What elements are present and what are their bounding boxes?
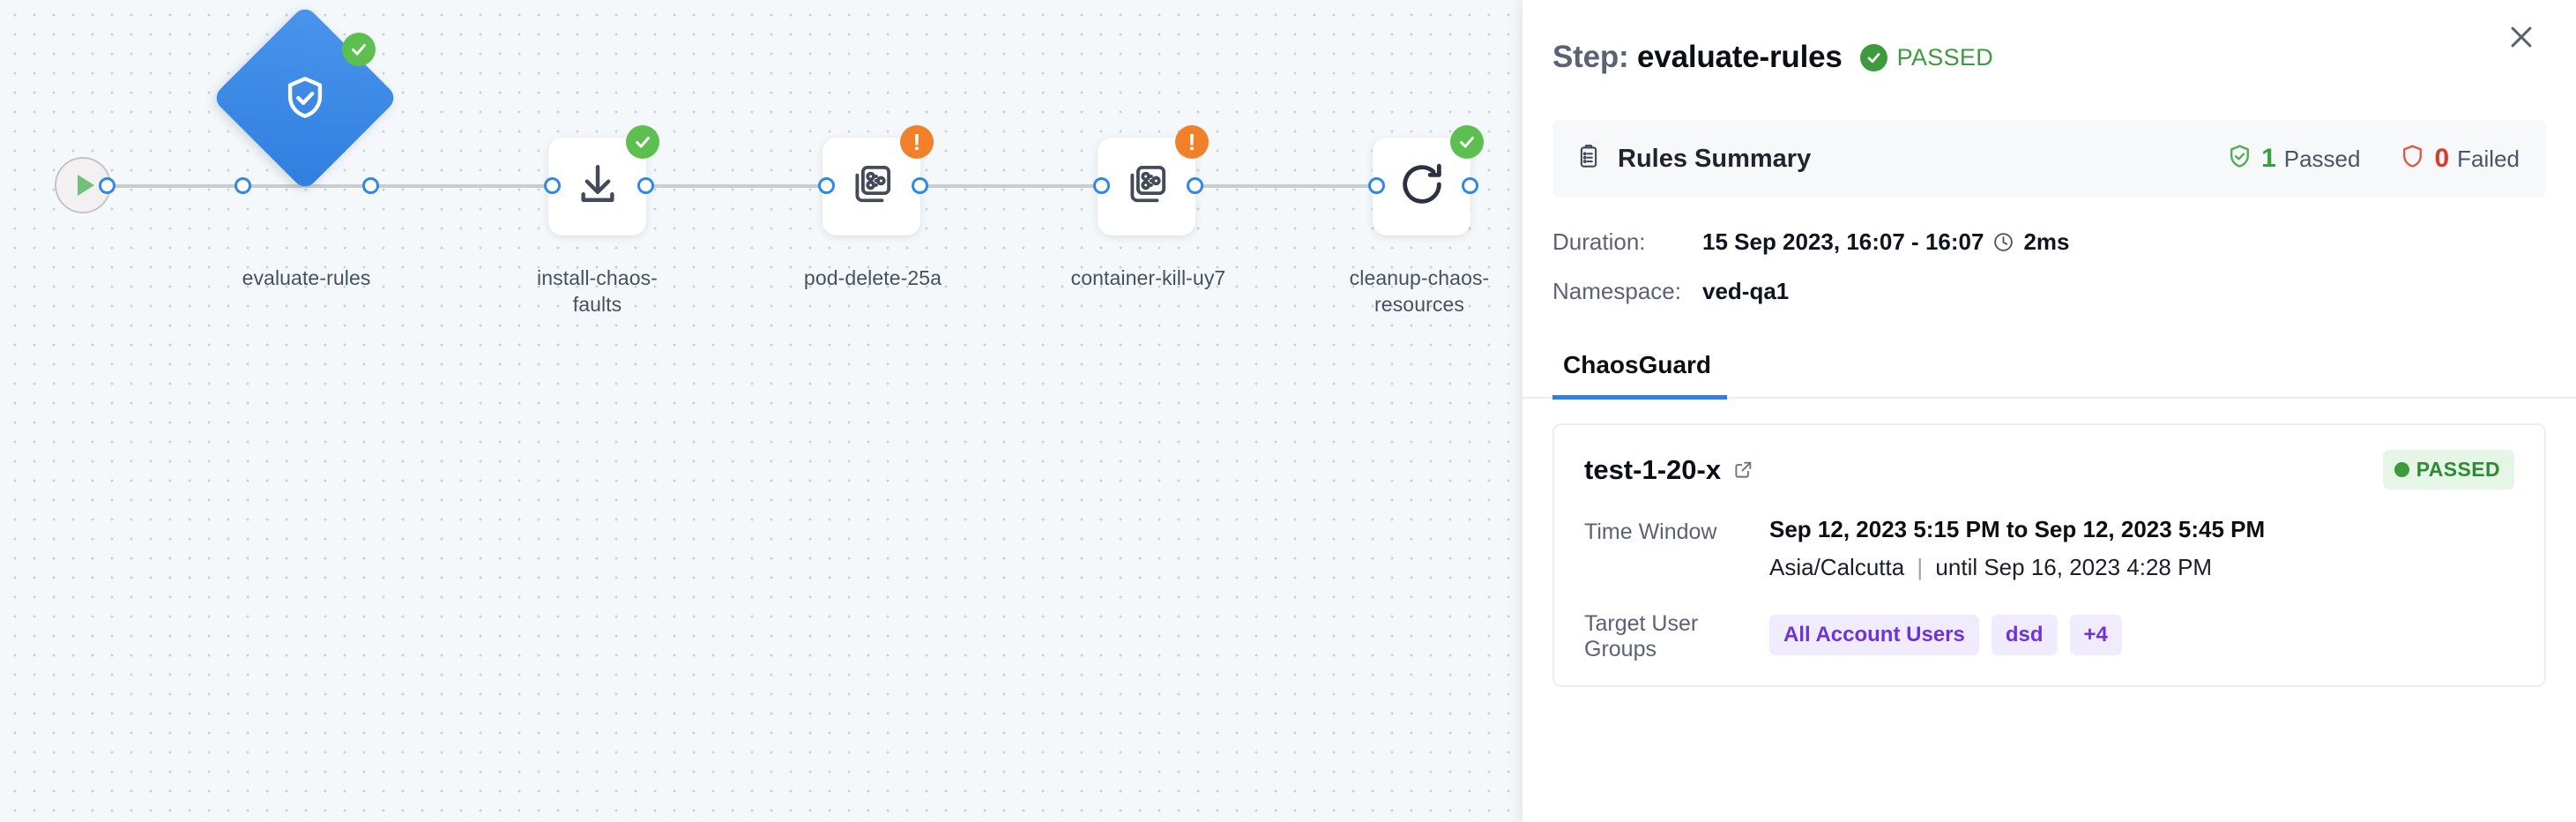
page-title: Step: evaluate-rules <box>1552 40 1843 75</box>
rule-row-target-user-groups: Target User Groups All Account Users dsd… <box>1584 608 2514 662</box>
step-name: evaluate-rules <box>1637 40 1843 74</box>
rules-passed-count: 1 <box>2261 144 2276 173</box>
shield-check-icon <box>2226 143 2253 175</box>
check-circle-icon <box>1859 43 1887 71</box>
rule-status-badge: PASSED <box>2382 450 2514 489</box>
pipeline-node-cleanup-chaos-resources[interactable] <box>1373 125 1484 235</box>
clipboard-icon <box>1575 144 1602 175</box>
rule-key: Target User Groups <box>1584 611 1699 661</box>
step-metadata: Duration: 15 Sep 2023, 16:07 - 16:07 2ms… <box>1523 198 2576 316</box>
port-container-kill-uy7-in[interactable] <box>1093 177 1110 194</box>
step-label: Step: <box>1552 40 1629 74</box>
port-evaluate-rules-in[interactable] <box>235 177 251 194</box>
play-icon <box>77 175 94 196</box>
port-container-kill-uy7-out[interactable] <box>1187 177 1203 194</box>
rules-summary-card: Rules Summary 1 Passed <box>1552 120 2546 198</box>
status-text: PASSED <box>1896 43 1993 71</box>
download-icon <box>573 160 622 213</box>
pipeline-node-label: container-kill-uy7 <box>1070 266 1226 289</box>
metadata-row-duration: Duration: 15 Sep 2023, 16:07 - 16:07 2ms <box>1552 217 2546 266</box>
node-status-ok-icon <box>626 125 659 159</box>
time-window-until: until Sep 16, 2023 4:28 PM <box>1935 554 2213 580</box>
rule-row-time-window: Time Window Sep 12, 2023 5:15 PM to Sep … <box>1584 516 2514 581</box>
metadata-key: Duration: <box>1552 228 1646 255</box>
pipeline-node-label: evaluate-rules <box>242 266 371 289</box>
metadata-value: ved-qa1 <box>1702 277 1790 304</box>
external-link-icon[interactable] <box>1732 459 1754 481</box>
node-status-warning-icon: ! <box>1175 125 1209 159</box>
rules-passed-count-group: 1 Passed <box>2226 143 2360 175</box>
port-evaluate-rules-out[interactable] <box>362 177 379 194</box>
node-shape <box>1373 138 1470 235</box>
chaos-fault-icon <box>848 161 896 213</box>
port-install-chaos-faults-in[interactable] <box>544 177 561 194</box>
shield-check-icon <box>239 32 371 164</box>
rules-summary-title: Rules Summary <box>1618 144 1812 173</box>
pipeline-node-pod-delete-25a[interactable]: ! <box>823 125 934 235</box>
pipeline-node-label: install-chaos- faults <box>537 266 658 317</box>
node-status-ok-icon <box>342 33 376 66</box>
rule-key: Time Window <box>1584 519 1717 544</box>
metadata-row-namespace: Namespace: ved-qa1 <box>1552 266 2546 316</box>
status-badge: PASSED <box>1859 43 1993 71</box>
pipeline-node-install-chaos-faults[interactable] <box>548 125 659 235</box>
user-group-chip[interactable]: All Account Users <box>1769 615 1979 655</box>
connector-rail <box>1093 184 1375 188</box>
refresh-icon <box>1396 159 1448 214</box>
rule-name: test-1-20-x <box>1584 453 1722 485</box>
metadata-key: Namespace: <box>1552 277 1681 304</box>
connector-rail <box>818 184 1100 188</box>
rules-failed-count: 0 <box>2434 144 2450 173</box>
clock-icon <box>1992 231 2014 253</box>
metadata-value: 15 Sep 2023, 16:07 - 16:07 <box>1702 228 1984 255</box>
panel-header: Step: evaluate-rules PASSED <box>1523 0 2576 115</box>
pipeline-node-container-kill-uy7[interactable]: ! <box>1098 125 1209 235</box>
rules-passed-label: Passed <box>2283 145 2361 172</box>
port-install-chaos-faults-out[interactable] <box>637 177 654 194</box>
node-shape <box>1098 138 1195 235</box>
metadata-duration-extra: 2ms <box>2023 228 2070 255</box>
connector-rail <box>240 184 553 188</box>
user-group-chip[interactable]: dsd <box>1991 615 2058 655</box>
node-shape <box>548 138 646 235</box>
chaos-fault-icon <box>1123 161 1171 213</box>
port-cleanup-chaos-resources-out[interactable] <box>1462 177 1478 194</box>
user-group-overflow-chip[interactable]: +4 <box>2069 615 2122 655</box>
panel-tabs: ChaosGuard <box>1523 340 2576 400</box>
port-cleanup-chaos-resources-in[interactable] <box>1368 177 1385 194</box>
rule-status-text: PASSED <box>2416 458 2500 481</box>
node-shape <box>823 138 920 235</box>
node-status-ok-icon <box>1450 125 1484 159</box>
pipeline-node-evaluate-rules[interactable] <box>211 4 399 192</box>
pipeline-canvas[interactable]: evaluate-rules install-chaos- faults <box>0 0 1523 822</box>
port-pod-delete-25a-out[interactable] <box>912 177 928 194</box>
connector-rail <box>544 184 826 188</box>
tab-chaosguard[interactable]: ChaosGuard <box>1552 340 1728 400</box>
step-details-panel: Step: evaluate-rules PASSED <box>1523 0 2576 822</box>
rules-failed-count-group: 0 Failed <box>2399 143 2520 175</box>
time-window-timezone: Asia/Calcutta <box>1769 554 1905 580</box>
pipeline-node-label: pod-delete-25a <box>803 266 942 289</box>
connector-rail <box>104 184 245 188</box>
close-icon[interactable] <box>2498 14 2544 60</box>
status-dot-icon <box>2394 462 2409 477</box>
port-start-out[interactable] <box>99 177 115 194</box>
chaosguard-rule-card: test-1-20-x PASSED Time Window S <box>1552 423 2546 687</box>
divider: | <box>1917 554 1924 580</box>
shield-icon <box>2399 143 2426 175</box>
pipeline-node-label: cleanup-chaos- resources <box>1349 266 1490 317</box>
rules-failed-label: Failed <box>2457 145 2520 172</box>
time-window-range: Sep 12, 2023 5:15 PM to Sep 12, 2023 5:4… <box>1769 516 2266 542</box>
port-pod-delete-25a-in[interactable] <box>818 177 835 194</box>
node-status-warning-icon: ! <box>900 125 934 159</box>
